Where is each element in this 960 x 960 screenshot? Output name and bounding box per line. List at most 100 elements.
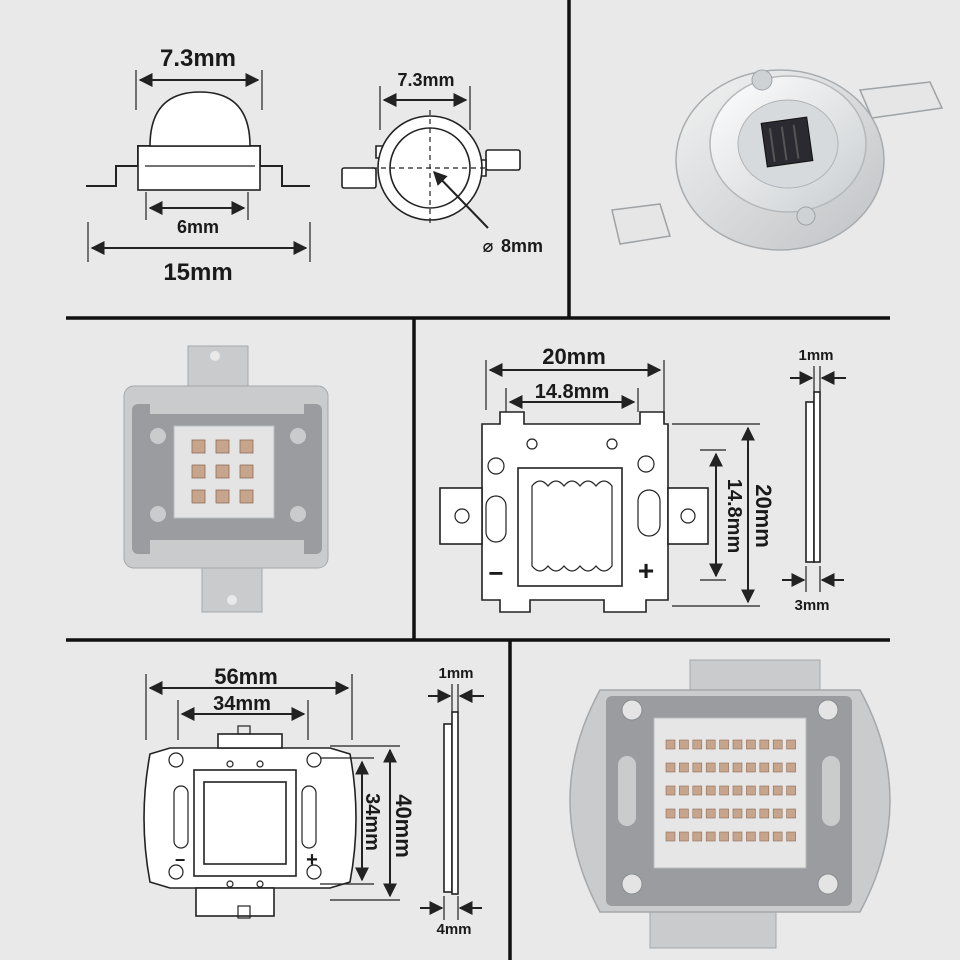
photo-50w-lead-bottom xyxy=(649,911,777,949)
photo-50w-chip xyxy=(772,808,783,819)
drawing-50w-polarity-plus: + xyxy=(306,849,318,871)
dim-label-50w-height-inner: 34mm xyxy=(361,793,383,851)
drawing-50w-lead-bottom xyxy=(195,887,275,917)
drawing-50w-side-profile xyxy=(443,723,453,893)
photo-50w-chip xyxy=(692,808,703,819)
photo-50w-chip-area xyxy=(653,717,807,869)
photo-50w-chip xyxy=(679,739,689,750)
photo-10w-lead-bottom xyxy=(201,565,263,613)
dim-label-side-base: 6mm xyxy=(177,217,219,237)
photo-50w-chip xyxy=(746,739,756,750)
dim-label-50w-width-outer: 56mm xyxy=(214,664,278,689)
photo-50w-chip xyxy=(772,831,783,842)
dim-label-10w-width-inner: 14.8mm xyxy=(535,381,610,403)
photo-1w-lead-left xyxy=(611,203,671,245)
photo-50w-chip xyxy=(719,808,729,819)
photo-50w-chip xyxy=(692,739,703,750)
photo-50w-chip xyxy=(786,785,796,796)
photo-50w-chip xyxy=(732,739,743,750)
photo-50w-chip xyxy=(692,785,703,796)
photo-1w-led xyxy=(611,69,944,251)
photo-50w-chip xyxy=(759,808,770,819)
photo-50w-chip xyxy=(732,785,743,796)
photo-50w-led xyxy=(569,659,891,949)
top-view-lead-right xyxy=(485,149,521,171)
photo-50w-chip xyxy=(719,762,729,773)
photo-50w-chip xyxy=(679,831,689,842)
photo-50w-chip xyxy=(665,739,676,750)
photo-50w-chip xyxy=(786,762,796,773)
photo-50w-chip xyxy=(679,808,689,819)
photo-50w-chip xyxy=(759,785,770,796)
drawing-10w-side-profile xyxy=(805,401,815,563)
photo-10w-led xyxy=(123,345,329,613)
drawing-10w-chip-outline xyxy=(531,480,613,572)
dim-label-10w-width-outer: 20mm xyxy=(542,344,606,369)
photo-50w-chip xyxy=(679,785,689,796)
photo-1w-lead-right xyxy=(858,81,944,119)
photo-50w-chip xyxy=(665,831,676,842)
drawing-10w-lead-left xyxy=(439,487,483,545)
top-view-lead-left xyxy=(341,167,377,189)
photo-50w-chip xyxy=(786,808,796,819)
photo-50w-chip xyxy=(759,762,770,773)
photo-50w-chip xyxy=(772,762,783,773)
dim-label-10w-height-inner: 14.8mm xyxy=(723,479,745,554)
photo-10w-chip-array xyxy=(191,439,254,504)
photo-50w-chip xyxy=(692,762,703,773)
photo-50w-chip xyxy=(732,762,743,773)
photo-50w-chip xyxy=(705,808,716,819)
photo-50w-chip xyxy=(786,831,796,842)
photo-50w-chip xyxy=(746,808,756,819)
drawing-10w-polarity-plus: + xyxy=(638,555,654,586)
dim-label-10w-thickness-bottom: 3mm xyxy=(794,597,829,614)
photo-50w-chip xyxy=(705,762,716,773)
photo-50w-chip xyxy=(772,785,783,796)
top-view: 7.3mm ⌀ 8mm xyxy=(341,70,543,256)
dim-label-side-lens: 7.3mm xyxy=(160,45,236,72)
side-view-lens xyxy=(149,91,251,147)
photo-50w-lead-top xyxy=(689,659,821,691)
photo-50w-chip xyxy=(719,785,729,796)
dim-label-top-diameter: 8mm xyxy=(501,236,543,256)
photo-50w-chip xyxy=(772,739,783,750)
photo-50w-chip xyxy=(786,739,796,750)
photo-50w-chip xyxy=(746,762,756,773)
panel-dividers xyxy=(66,0,890,960)
photo-50w-chip xyxy=(719,831,729,842)
dim-label-side-total: 15mm xyxy=(163,259,232,286)
drawing-50w-lead-top xyxy=(217,733,283,749)
dim-label-50w-thickness-top: 1mm xyxy=(438,665,473,682)
photo-50w-chip xyxy=(719,739,729,750)
photo-50w-chip-array xyxy=(665,739,796,842)
photo-50w-chip xyxy=(679,762,689,773)
dim-label-50w-height-outer: 40mm xyxy=(391,794,416,858)
photo-50w-chip xyxy=(705,785,716,796)
photo-50w-chip xyxy=(665,785,676,796)
side-view: 7.3mm 6mm 15mm xyxy=(86,45,311,286)
dim-leader-top-diameter xyxy=(433,170,489,229)
dim-label-50w-width-inner: 34mm xyxy=(213,693,271,715)
photo-50w-chip xyxy=(665,808,676,819)
dim-label-10w-thickness-top: 1mm xyxy=(798,347,833,364)
drawing-10w-window xyxy=(517,467,623,587)
photo-50w-chip xyxy=(705,739,716,750)
dim-label-50w-thickness-bottom: 4mm xyxy=(436,921,471,938)
panel-1w-drawing: 7.3mm 6mm 15mm 7.3mm xyxy=(86,45,543,286)
photo-50w-chip xyxy=(759,739,770,750)
panel-10w-drawing: − + 20mm 14.8mm 14.8mm 20mm 1mm 3mm xyxy=(439,344,846,614)
side-view-body xyxy=(137,145,261,191)
photo-50w-chip xyxy=(665,762,676,773)
drawing-50w-chip-outline xyxy=(203,781,287,865)
dim-symbol-diameter: ⌀ xyxy=(483,236,494,256)
dim-label-10w-height-outer: 20mm xyxy=(751,484,776,548)
photo-50w-chip xyxy=(746,831,756,842)
panel-50w-drawing: − + 56mm 34mm 34mm 40mm 1mm 4mm xyxy=(143,664,484,938)
photo-50w-chip xyxy=(705,831,716,842)
photo-50w-chip xyxy=(759,831,770,842)
photo-50w-chip xyxy=(746,785,756,796)
photo-50w-chip xyxy=(732,831,743,842)
dim-label-top-lens: 7.3mm xyxy=(397,70,454,90)
drawing-50w-polarity-minus: − xyxy=(175,850,186,870)
